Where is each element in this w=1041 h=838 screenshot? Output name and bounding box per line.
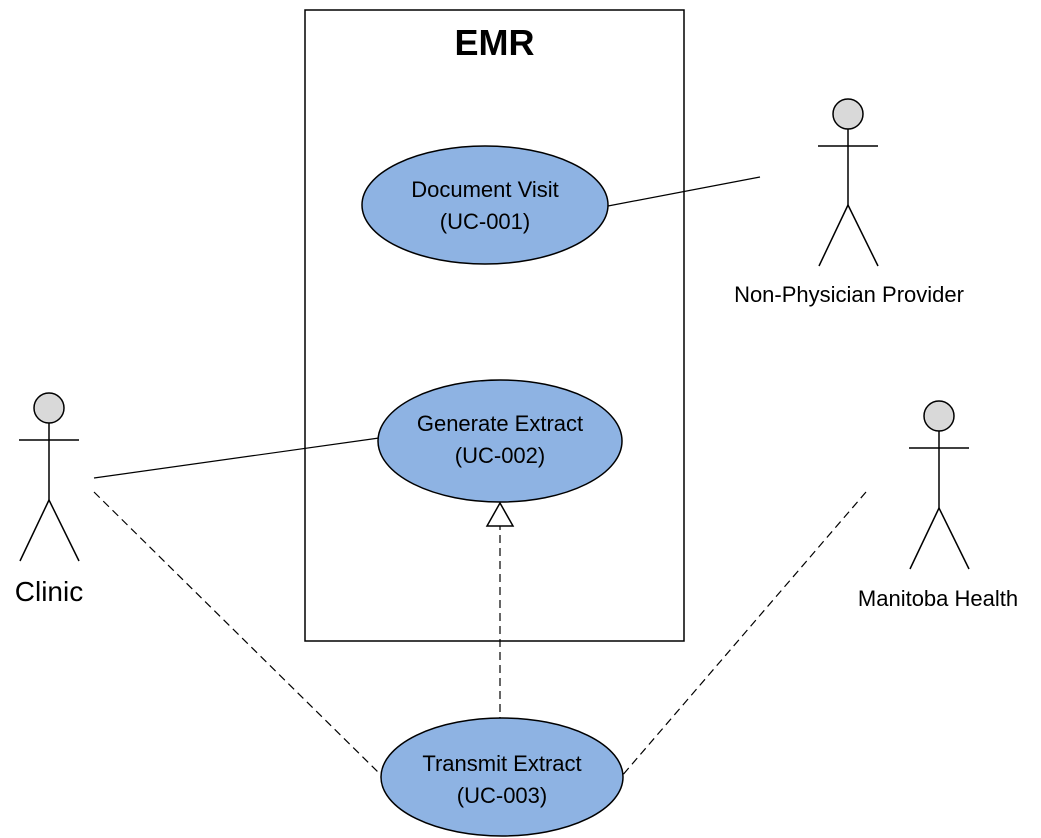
dashed-clinic-uc3: [93, 491, 382, 776]
system-title: EMR: [455, 22, 535, 63]
use-case-code: (UC-002): [455, 443, 545, 468]
stick-figure-icon: [909, 400, 970, 570]
association-provider-uc1: [607, 176, 761, 207]
use-case-document-visit[interactable]: Document Visit (UC-001): [361, 145, 609, 265]
use-case-code: (UC-003): [457, 783, 547, 808]
use-case-name: Generate Extract: [417, 411, 583, 436]
use-case-ellipse: [380, 717, 624, 837]
actor-label: Non-Physician Provider: [734, 282, 964, 307]
use-case-code: (UC-001): [440, 209, 530, 234]
stick-figure-icon: [818, 98, 879, 267]
system-boundary: EMR: [304, 9, 685, 642]
use-case-name: Document Visit: [411, 177, 559, 202]
system-boundary-box: [304, 9, 685, 642]
dashed-manitoba-uc3: [620, 491, 867, 778]
stick-figure-icon: [19, 392, 80, 562]
use-case-ellipse: [361, 145, 609, 265]
use-case-ellipse: [377, 379, 623, 503]
use-case-name: Transmit Extract: [422, 751, 581, 776]
use-case-generate-extract[interactable]: Generate Extract (UC-002): [377, 379, 623, 503]
association-clinic-uc2: [93, 437, 380, 479]
actor-manitoba-health[interactable]: Manitoba Health: [858, 400, 1018, 611]
actor-label: Clinic: [15, 576, 83, 607]
actor-clinic[interactable]: Clinic: [15, 392, 83, 607]
use-case-transmit-extract[interactable]: Transmit Extract (UC-003): [380, 717, 624, 837]
actor-label: Manitoba Health: [858, 586, 1018, 611]
realization-arrowhead: [485, 501, 515, 527]
connectors: [93, 176, 867, 778]
actor-non-physician-provider[interactable]: Non-Physician Provider: [734, 98, 964, 307]
